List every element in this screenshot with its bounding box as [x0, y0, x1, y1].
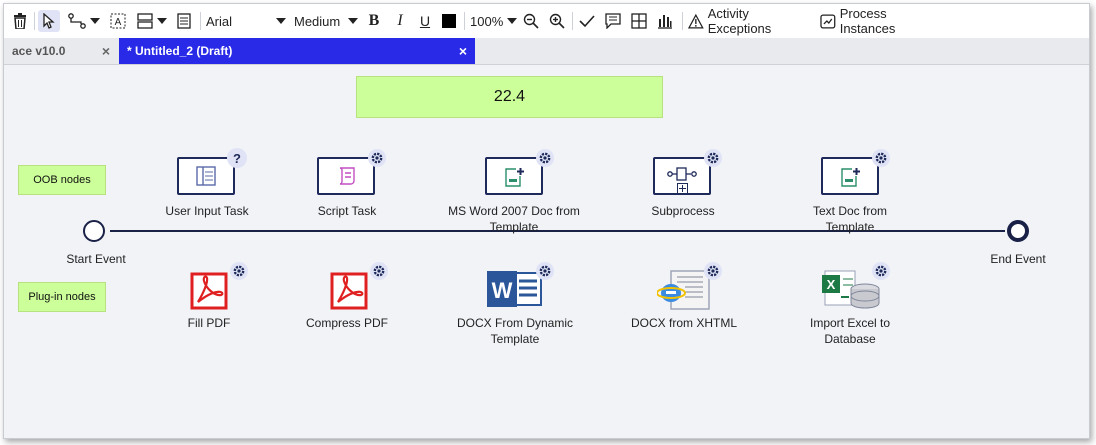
connector-tool-dropdown[interactable] [64, 10, 104, 32]
process-canvas[interactable]: 22.4 OOB nodes Plug-in nodes Start Event… [4, 65, 1089, 438]
pointer-tool-icon[interactable] [38, 10, 60, 32]
zoom-in-icon[interactable] [548, 10, 566, 32]
tab-label: * Untitled_2 (Draft) [127, 44, 233, 58]
node-label: Compress PDF [305, 316, 388, 330]
divider [200, 12, 201, 30]
subprocess-icon [667, 167, 697, 181]
close-icon[interactable]: × [458, 43, 467, 59]
tab-bar: ace v10.0 × * Untitled_2 (Draft) × [4, 38, 1089, 65]
text-color-swatch[interactable] [441, 10, 457, 32]
comment-icon[interactable] [604, 10, 622, 32]
process-instances-label: Process Instances [839, 6, 896, 36]
node-label: Script Task [317, 204, 377, 218]
end-event-label: End Event [990, 252, 1046, 266]
font-weight-value: Medium [294, 13, 341, 29]
gear-icon[interactable] [535, 148, 555, 168]
node-label: Import Excel to Database [809, 316, 891, 346]
node-label: DOCX From Dynamic Template [456, 316, 573, 346]
node-label: Fill PDF [187, 316, 231, 330]
tab-label: ace v10.0 [12, 44, 66, 58]
end-event[interactable] [1007, 220, 1029, 242]
start-event[interactable] [83, 220, 105, 242]
chevron-down-icon [348, 18, 358, 24]
svg-text:A: A [115, 17, 122, 28]
compress-pdf-node[interactable] [330, 272, 368, 310]
underline-button[interactable]: U [419, 13, 431, 29]
doc-add-icon [841, 167, 861, 187]
app-window: A Arial Medium B I U 100% [3, 3, 1090, 439]
fill-pdf-node[interactable] [190, 272, 228, 310]
plugin-nodes-label: Plug-in nodes [18, 282, 106, 312]
validate-check-icon[interactable] [578, 10, 596, 32]
activity-exceptions-button[interactable]: Activity Exceptions [688, 6, 814, 36]
toolbar: A Arial Medium B I U 100% [4, 4, 1089, 39]
zoom-out-icon[interactable] [522, 10, 540, 32]
value-box[interactable]: 22.4 [356, 76, 663, 118]
font-family-select[interactable]: Arial [206, 10, 286, 32]
node-label: Subprocess [651, 204, 715, 218]
activity-exceptions-label: Activity Exceptions [707, 6, 772, 36]
divider [464, 12, 465, 30]
process-instances-button[interactable]: Process Instances [820, 6, 944, 36]
gear-icon[interactable] [535, 261, 555, 281]
chevron-down-icon [276, 18, 286, 24]
script-task-node[interactable] [317, 157, 375, 195]
layout-tool-dropdown[interactable] [134, 10, 170, 32]
form-icon [196, 166, 216, 186]
trash-icon[interactable] [10, 10, 30, 32]
docx-dynamic-template-node[interactable]: W [485, 269, 545, 309]
zoom-select[interactable]: 100% [470, 10, 518, 32]
gear-icon[interactable] [703, 261, 723, 281]
start-event-label: Start Event [66, 252, 126, 266]
chevron-down-icon [157, 18, 167, 24]
color-swatch-icon [442, 14, 456, 28]
gear-icon[interactable] [369, 261, 389, 281]
expand-icon[interactable] [677, 183, 688, 194]
close-icon[interactable]: × [101, 43, 110, 59]
chevron-down-icon [90, 18, 100, 24]
bold-button[interactable]: B [368, 12, 380, 29]
grid-icon[interactable] [630, 10, 648, 32]
svg-text:X: X [827, 277, 836, 292]
gear-icon[interactable] [367, 148, 387, 168]
node-label: Text Doc from Template [812, 204, 887, 234]
gear-icon[interactable] [871, 261, 891, 281]
gear-icon[interactable] [703, 148, 723, 168]
zoom-value: 100% [470, 13, 504, 29]
tab-previous[interactable]: ace v10.0 × [4, 38, 118, 64]
node-label: MS Word 2007 Doc from Template [448, 204, 580, 234]
help-icon[interactable]: ? [227, 148, 247, 168]
docx-from-xhtml-node[interactable] [657, 269, 713, 311]
doc-add-icon [505, 167, 525, 187]
font-weight-select[interactable]: Medium [294, 10, 358, 32]
sequence-flow[interactable] [110, 230, 1005, 232]
subprocess-node[interactable] [653, 157, 711, 195]
node-label: User Input Task [165, 204, 249, 218]
svg-text:W: W [492, 278, 513, 303]
divider [572, 12, 573, 30]
oob-nodes-label: OOB nodes [18, 165, 106, 195]
divider [34, 12, 35, 30]
import-excel-node[interactable]: X [821, 269, 883, 311]
tab-untitled-2[interactable]: * Untitled_2 (Draft) × [119, 38, 475, 64]
chevron-down-icon [507, 18, 518, 24]
node-label: DOCX from XHTML [630, 316, 737, 330]
ms-word-doc-node[interactable] [485, 157, 543, 195]
bar-chart-icon[interactable] [656, 10, 674, 32]
italic-button[interactable]: I [397, 12, 403, 29]
user-input-task-node[interactable] [177, 157, 235, 195]
text-tool-icon[interactable]: A [108, 10, 128, 32]
gear-icon[interactable] [229, 261, 249, 281]
gear-icon[interactable] [871, 148, 891, 168]
script-icon [339, 167, 355, 185]
list-icon[interactable] [174, 10, 194, 32]
divider [682, 12, 683, 30]
font-family-value: Arial [206, 13, 233, 29]
text-doc-node[interactable] [821, 157, 879, 195]
